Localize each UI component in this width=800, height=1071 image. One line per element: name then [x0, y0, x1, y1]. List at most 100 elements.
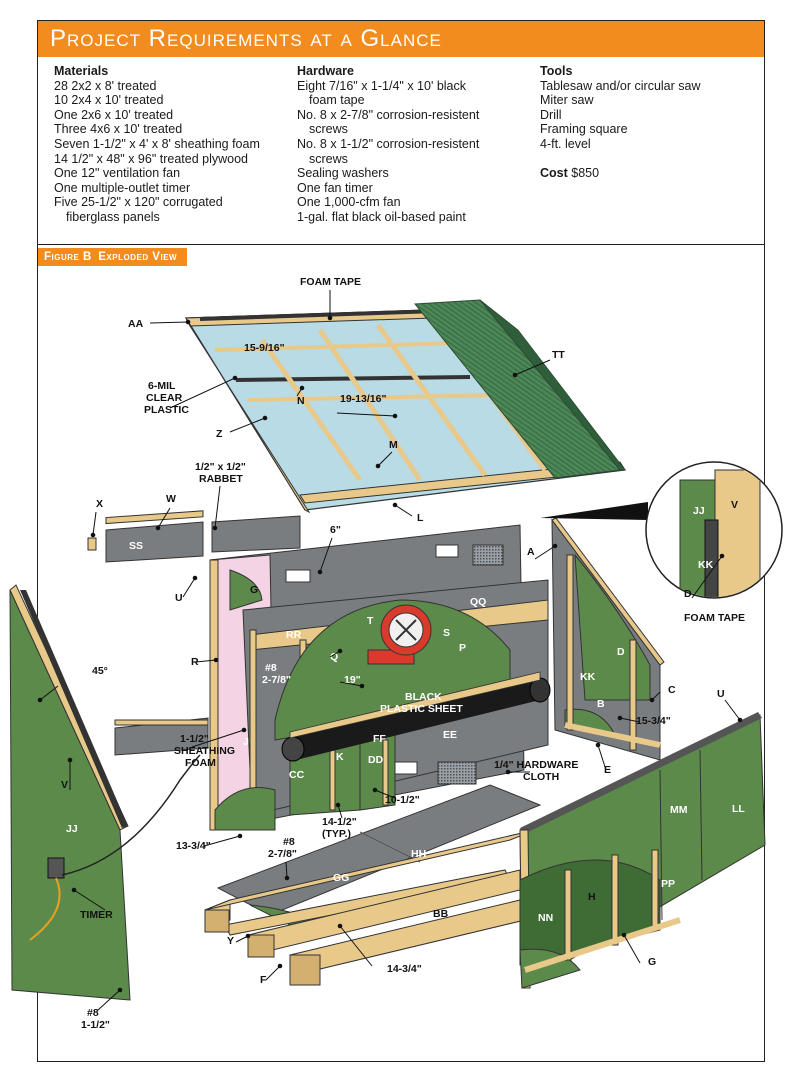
leader-line	[214, 485, 221, 529]
leader-line	[394, 504, 413, 517]
leader-line	[157, 507, 171, 529]
leader-line	[339, 925, 373, 967]
hardware-item: Sealing washers	[297, 166, 527, 181]
hardware-line: One fan timer	[297, 180, 373, 195]
leader-arrowhead	[155, 525, 161, 531]
leader-line	[182, 577, 196, 598]
callout-s: S	[443, 627, 450, 639]
callout-cc: CC	[289, 769, 305, 781]
callout-f: F	[260, 974, 267, 986]
leader-arrowhead	[212, 525, 218, 531]
hardware-heading: Hardware	[297, 64, 354, 78]
callout-foam-tape-top: FOAM TAPE	[300, 276, 361, 288]
callout-d-15-9-16: 15-9/16"	[244, 342, 285, 354]
floor-assembly	[204, 784, 542, 986]
section-divider	[38, 244, 764, 245]
callout-b: B	[597, 698, 605, 710]
callout-typ: (TYP.)	[322, 828, 351, 840]
tools-item: 4-ft. level	[540, 137, 740, 152]
callout-u-left: U	[175, 592, 183, 604]
materials-line: Three 4x6 x 10' treated	[54, 122, 183, 137]
callout-jj: JJ	[66, 823, 78, 835]
callout-kk: KK	[580, 671, 596, 683]
callout-mil1: 6-MIL	[148, 380, 176, 392]
hardware-item: One 1,000-cfm fan	[297, 195, 527, 210]
materials-item: One 2x6 x 10' treated	[54, 108, 284, 123]
leader-arrowhead	[552, 543, 558, 549]
materials-item: One 12" ventilation fan	[54, 166, 284, 181]
materials-item: Seven 1-1/2" x 4' x 8' sheathing foam	[54, 137, 284, 152]
materials-line: Five 25-1/2" x 120" corrugated	[54, 195, 223, 210]
leader-arrowhead	[621, 932, 627, 938]
hardware-line: Sealing washers	[297, 166, 389, 181]
leader-arrows	[37, 290, 743, 1011]
materials-item: One multiple-outlet timer	[54, 181, 284, 196]
title-banner: Project Requirements at a Glance	[38, 21, 764, 57]
callout-g-back: G	[250, 584, 258, 596]
callout-bb: BB	[433, 908, 449, 920]
callout-d-15-3-4: 15-3/4"	[636, 715, 671, 727]
leader-arrowhead	[299, 385, 305, 391]
leader-arrowhead	[595, 742, 601, 748]
callout-hh: HH	[411, 848, 426, 860]
callout-l: L	[417, 512, 424, 524]
leader-arrowhead	[649, 697, 655, 703]
callout-y: Y	[227, 935, 234, 947]
callout-screw6: 1-1/2"	[81, 1019, 110, 1031]
leader-line	[514, 359, 551, 376]
callout-x: X	[96, 498, 103, 510]
callout-r: R	[191, 656, 199, 668]
materials-heading: Materials	[54, 64, 109, 78]
leader-line	[191, 729, 245, 748]
leader-arrowhead	[337, 648, 343, 654]
callout-v-inset: V	[731, 499, 738, 511]
left-end-panel	[9, 584, 201, 1001]
callout-screw4: 2-7/8"	[268, 848, 297, 860]
materials-line: One 2x6 x 10' treated	[54, 107, 174, 122]
callout-u-right: U	[717, 688, 725, 700]
hardware-item: 1-gal. flat black oil-based paint	[297, 210, 527, 225]
tools-item: Tablesaw and/or circular saw	[540, 79, 740, 94]
tools-line: Miter saw	[540, 93, 594, 108]
callout-d-14-1-2: 14-1/2"	[322, 816, 357, 828]
leader-line	[623, 934, 641, 964]
callout-aa: AA	[128, 318, 144, 330]
ventilation-fan	[367, 604, 432, 665]
callout-timer: TIMER	[80, 909, 113, 921]
callout-ff: FF	[373, 733, 386, 745]
callout-rr: RR	[286, 629, 302, 641]
callout-qq: QQ	[470, 596, 486, 608]
leader-line	[73, 889, 106, 911]
leader-arrowhead	[617, 715, 623, 721]
callout-t: T	[367, 615, 374, 627]
callout-sheath3: FOAM	[185, 757, 216, 769]
callout-v-left: V	[61, 779, 68, 791]
hardware-line: One 1,000-cfm fan	[297, 195, 401, 210]
callout-q: Q	[330, 651, 338, 663]
leader-arrowhead	[213, 657, 219, 663]
leader-arrowhead	[37, 697, 43, 703]
leader-line	[691, 555, 723, 599]
leader-line	[339, 681, 363, 687]
callout-a: A	[527, 546, 535, 558]
leader-arrowhead	[277, 963, 283, 969]
callout-z: Z	[216, 428, 223, 440]
callout-ss: SS	[129, 540, 143, 552]
leader-arrowhead	[237, 833, 243, 839]
hardware-item: One fan timer	[297, 181, 527, 196]
leader-arrowhead	[327, 315, 333, 321]
materials-item: 10 2x4 x 10' treated	[54, 93, 284, 108]
callout-nn: NN	[538, 912, 553, 924]
callout-kk-inset: KK	[698, 559, 714, 571]
back-wall-assembly	[209, 524, 549, 831]
leader-arrowhead	[232, 375, 238, 381]
callout-rabbet2: RABBET	[199, 473, 243, 485]
leader-line	[39, 685, 59, 701]
left-spacer-strips	[114, 717, 209, 756]
